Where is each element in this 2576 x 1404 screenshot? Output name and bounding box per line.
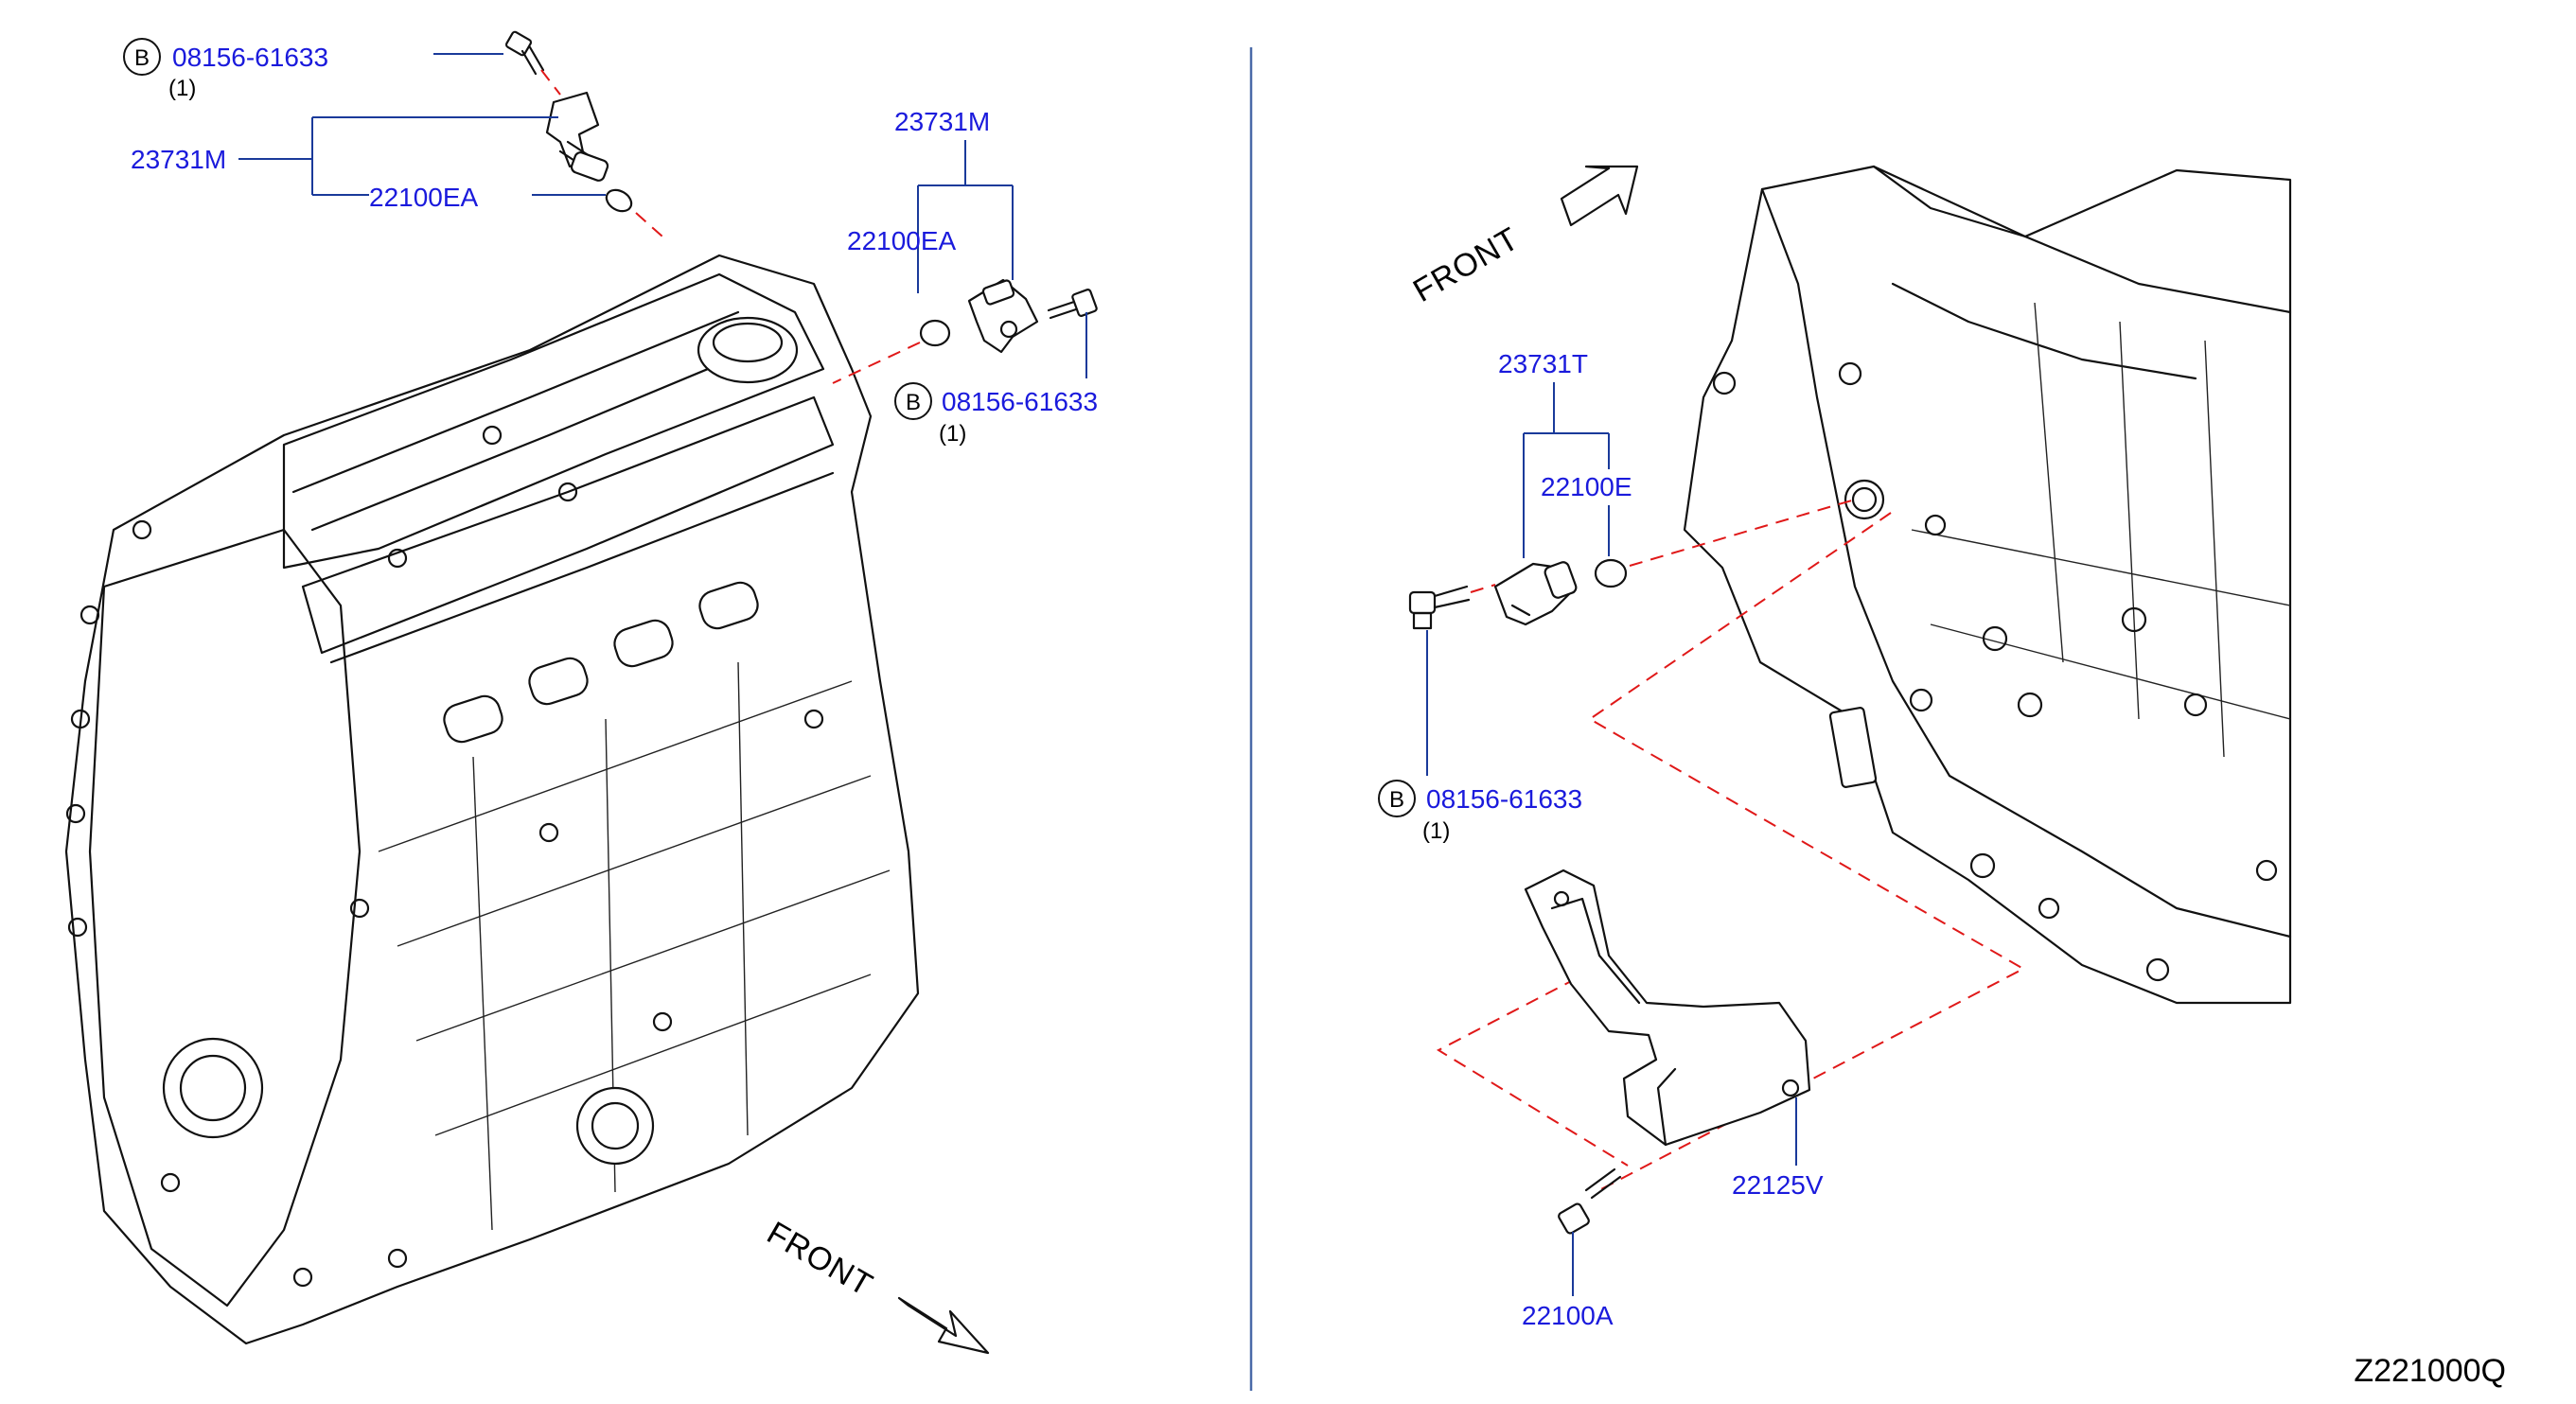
part-number: 08156-61633	[1426, 784, 1582, 814]
fit-line	[1588, 512, 2026, 1191]
heat-shield-bracket-icon	[1524, 869, 1811, 1147]
part-number: 08156-61633	[942, 387, 1098, 416]
arrow-icon	[1560, 165, 1639, 227]
left-top-sensor-group: B 08156-61633 (1) 23731M 22100EA	[123, 30, 663, 237]
callout-left-bolt-top: B 08156-61633 (1)	[123, 38, 503, 101]
mid-sensor-group: 23731M 22100EA B 08156-61633 (1)	[832, 107, 1098, 447]
bracket-group: 22125V 22100A	[1436, 512, 2026, 1330]
bolt-icon	[1408, 585, 1471, 630]
arrow-icon	[897, 1296, 990, 1355]
bolt-icon	[1558, 1167, 1622, 1235]
quantity: (1)	[168, 76, 196, 101]
front-indicator-left: FRONT	[761, 1215, 990, 1355]
callout-mid-bolt: B 08156-61633 (1)	[894, 382, 1098, 447]
front-label: FRONT	[1407, 220, 1526, 309]
crank-position-sensor-icon	[545, 91, 609, 182]
fit-line	[1436, 977, 1629, 1167]
right-sensor-group: 23731T 22100E B 08156-61633 (1)	[1378, 349, 1856, 844]
fit-line	[635, 212, 663, 237]
o-ring-icon	[919, 319, 951, 347]
part-number: 23731M	[894, 107, 990, 136]
o-ring-icon	[605, 188, 633, 213]
part-number: 22125V	[1732, 1170, 1824, 1200]
circle-letter: B	[1389, 787, 1404, 813]
part-number: 22100EA	[847, 226, 957, 255]
fit-line	[1629, 499, 1856, 567]
part-number: 23731T	[1498, 349, 1588, 378]
quantity: (1)	[939, 421, 966, 447]
front-label: FRONT	[761, 1215, 879, 1304]
engine-illustration-left	[64, 254, 920, 1345]
fit-line	[832, 342, 921, 384]
callout-right-bolt: B 08156-61633 (1)	[1378, 780, 1582, 844]
circle-letter: B	[906, 390, 921, 415]
bolt-icon	[1047, 289, 1098, 320]
part-number: 08156-61633	[172, 43, 328, 72]
bolt-icon	[504, 30, 545, 76]
quantity: (1)	[1422, 818, 1450, 844]
front-indicator-right: FRONT	[1407, 165, 1639, 309]
fit-line	[540, 69, 561, 96]
part-number: 22100E	[1541, 472, 1632, 501]
cam-position-sensor-icon	[967, 278, 1039, 354]
o-ring-icon	[1594, 558, 1628, 588]
part-number: 22100EA	[369, 183, 479, 212]
part-number: 23731M	[131, 145, 226, 174]
cam-position-sensor-icon	[1493, 561, 1578, 626]
circle-letter: B	[134, 45, 150, 71]
fit-line	[1470, 584, 1496, 593]
part-number: 22100A	[1522, 1301, 1614, 1330]
callout-left-sensor-oring: 23731M 22100EA	[131, 116, 606, 212]
engine-illustration-right	[1683, 165, 2292, 1005]
diagram-reference: Z221000Q	[2354, 1353, 2506, 1389]
